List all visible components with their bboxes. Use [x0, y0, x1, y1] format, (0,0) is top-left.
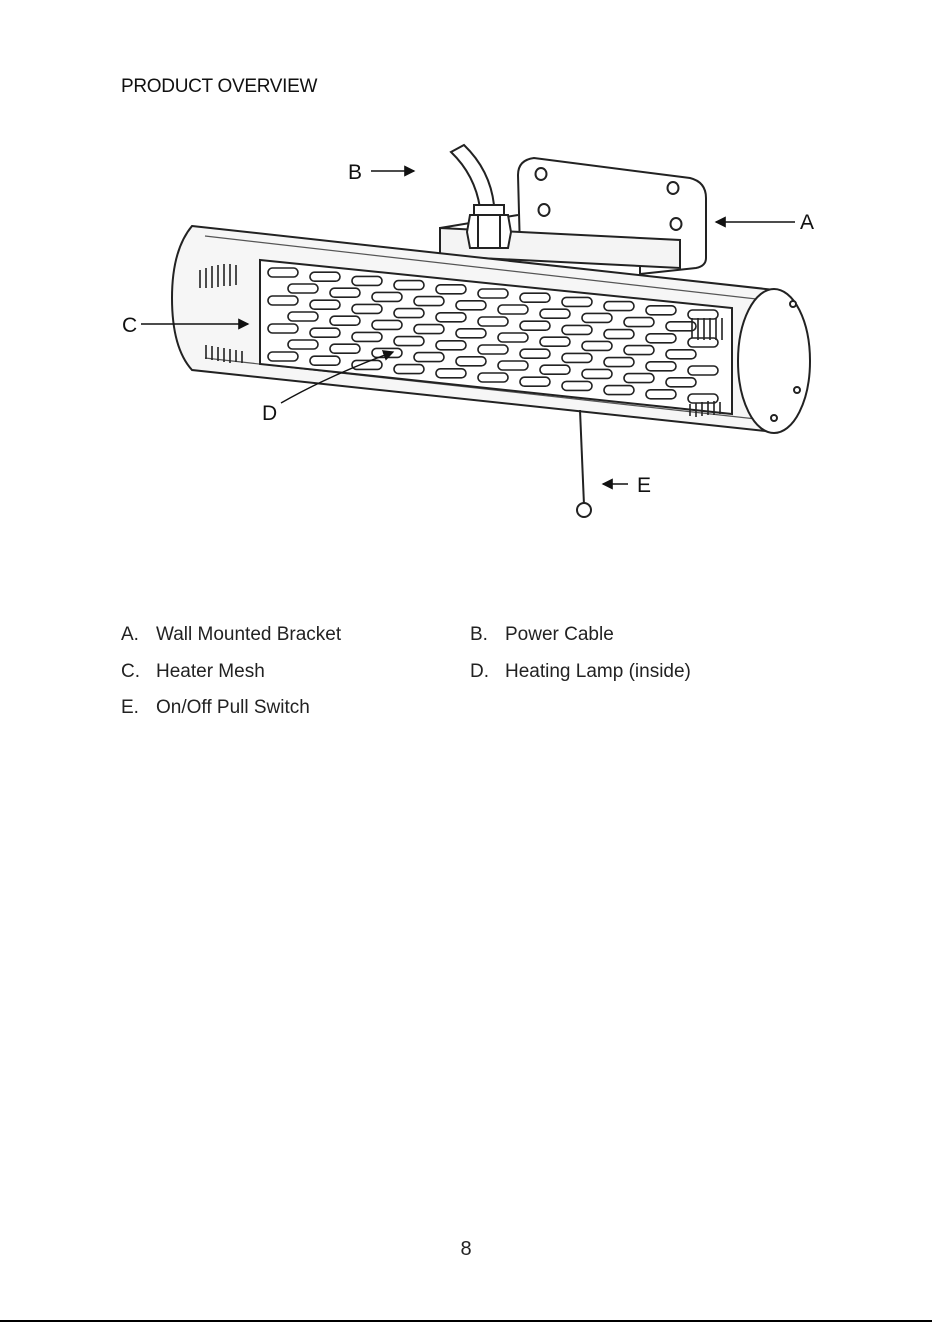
part-letter: D.: [470, 661, 505, 683]
callout-label-a: A: [800, 211, 814, 234]
part-name: Power Cable: [505, 624, 614, 645]
pull-switch: [577, 410, 591, 517]
part-item: E.On/Off Pull Switch: [121, 697, 310, 719]
part-letter: B.: [470, 624, 505, 646]
part-item: D.Heating Lamp (inside): [470, 661, 691, 683]
part-letter: E.: [121, 697, 156, 719]
callout-label-b: B: [348, 161, 362, 184]
page-number: 8: [0, 1238, 932, 1261]
page-bottom-rule: [0, 1320, 932, 1322]
part-letter: C.: [121, 661, 156, 683]
callout-label-d: D: [262, 402, 277, 425]
part-letter: A.: [121, 624, 156, 646]
part-name: Wall Mounted Bracket: [156, 624, 341, 645]
part-item: A.Wall Mounted Bracket: [121, 624, 341, 646]
part-name: Heater Mesh: [156, 661, 265, 682]
part-item: B.Power Cable: [470, 624, 614, 646]
part-name: Heating Lamp (inside): [505, 661, 691, 682]
callout-label-e: E: [637, 474, 651, 497]
part-item: C.Heater Mesh: [121, 661, 265, 683]
section-heading: PRODUCT OVERVIEW: [121, 76, 317, 98]
heater-diagram: B A C D E: [0, 130, 932, 530]
part-name: On/Off Pull Switch: [156, 697, 310, 718]
callout-label-c: C: [122, 314, 137, 337]
